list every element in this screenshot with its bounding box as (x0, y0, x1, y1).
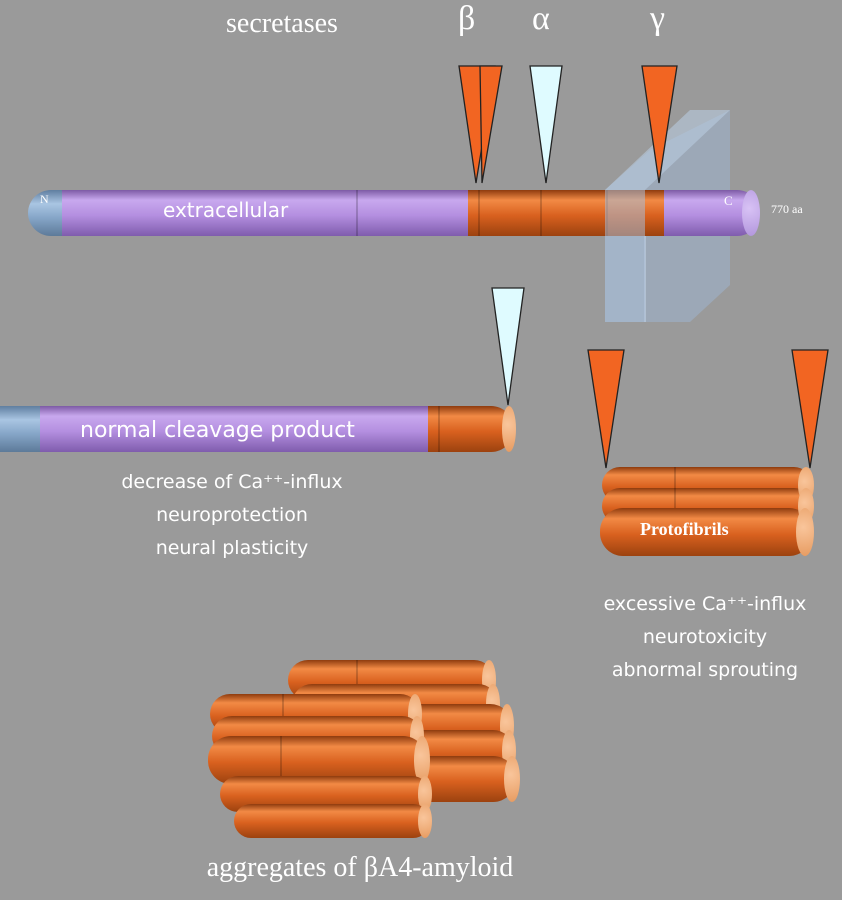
normal-effect-item: decrease of Ca⁺⁺-influx (121, 471, 343, 493)
protofibril-effects-list: excessive Ca⁺⁺-influx neurotoxicity abno… (570, 588, 840, 687)
app-extracellular-segment (62, 190, 492, 236)
normal-product-purple-segment (40, 406, 452, 452)
app-amyloid-segment (468, 190, 680, 236)
aggregate-fiber (234, 804, 430, 838)
c-terminus-label: C (724, 193, 733, 208)
protofibril-cylinder (600, 508, 812, 556)
extracellular-label: extracellular (163, 198, 289, 222)
protofibril-effect-item: excessive Ca⁺⁺-influx (603, 593, 807, 615)
normal-effects-list: decrease of Ca⁺⁺-influx neuroprotection … (72, 466, 392, 565)
gamma-cleavage-marker-icon (641, 65, 678, 184)
normal-effect-item: neural plasticity (155, 537, 309, 559)
app-c-terminal-cap (742, 190, 760, 236)
membrane-front (605, 190, 645, 322)
alpha-secretase-label: α (532, 0, 550, 37)
normal-effect-item: neuroprotection (156, 504, 308, 526)
alpha-cleavage-marker-icon (491, 287, 525, 406)
normal-cleavage-product-label: normal cleavage product (80, 418, 355, 443)
secretases-heading: secretases (226, 8, 338, 39)
gamma-secretase-label: γ (650, 0, 666, 37)
beta-cleavage-marker-icon (587, 349, 625, 469)
protofibril-effect-item: neurotoxicity (642, 626, 768, 648)
protofibril-effect-item: abnormal sprouting (611, 659, 799, 681)
alpha-cleavage-marker-icon (529, 65, 563, 184)
aggregates-label: aggregates of βA4-amyloid (206, 852, 514, 883)
protofibril-cap (796, 508, 814, 556)
normal-product-orange-segment (428, 406, 514, 452)
app-length-label: 770 aa (771, 202, 803, 216)
gamma-cleavage-marker-icon (791, 349, 829, 469)
beta-cleavage-marker-icon (458, 65, 503, 184)
n-terminus-label: N (40, 192, 49, 206)
normal-product-cap (502, 406, 516, 452)
protofibrils-label: Protofibrils (640, 519, 729, 539)
beta-secretase-label: β (458, 0, 476, 37)
